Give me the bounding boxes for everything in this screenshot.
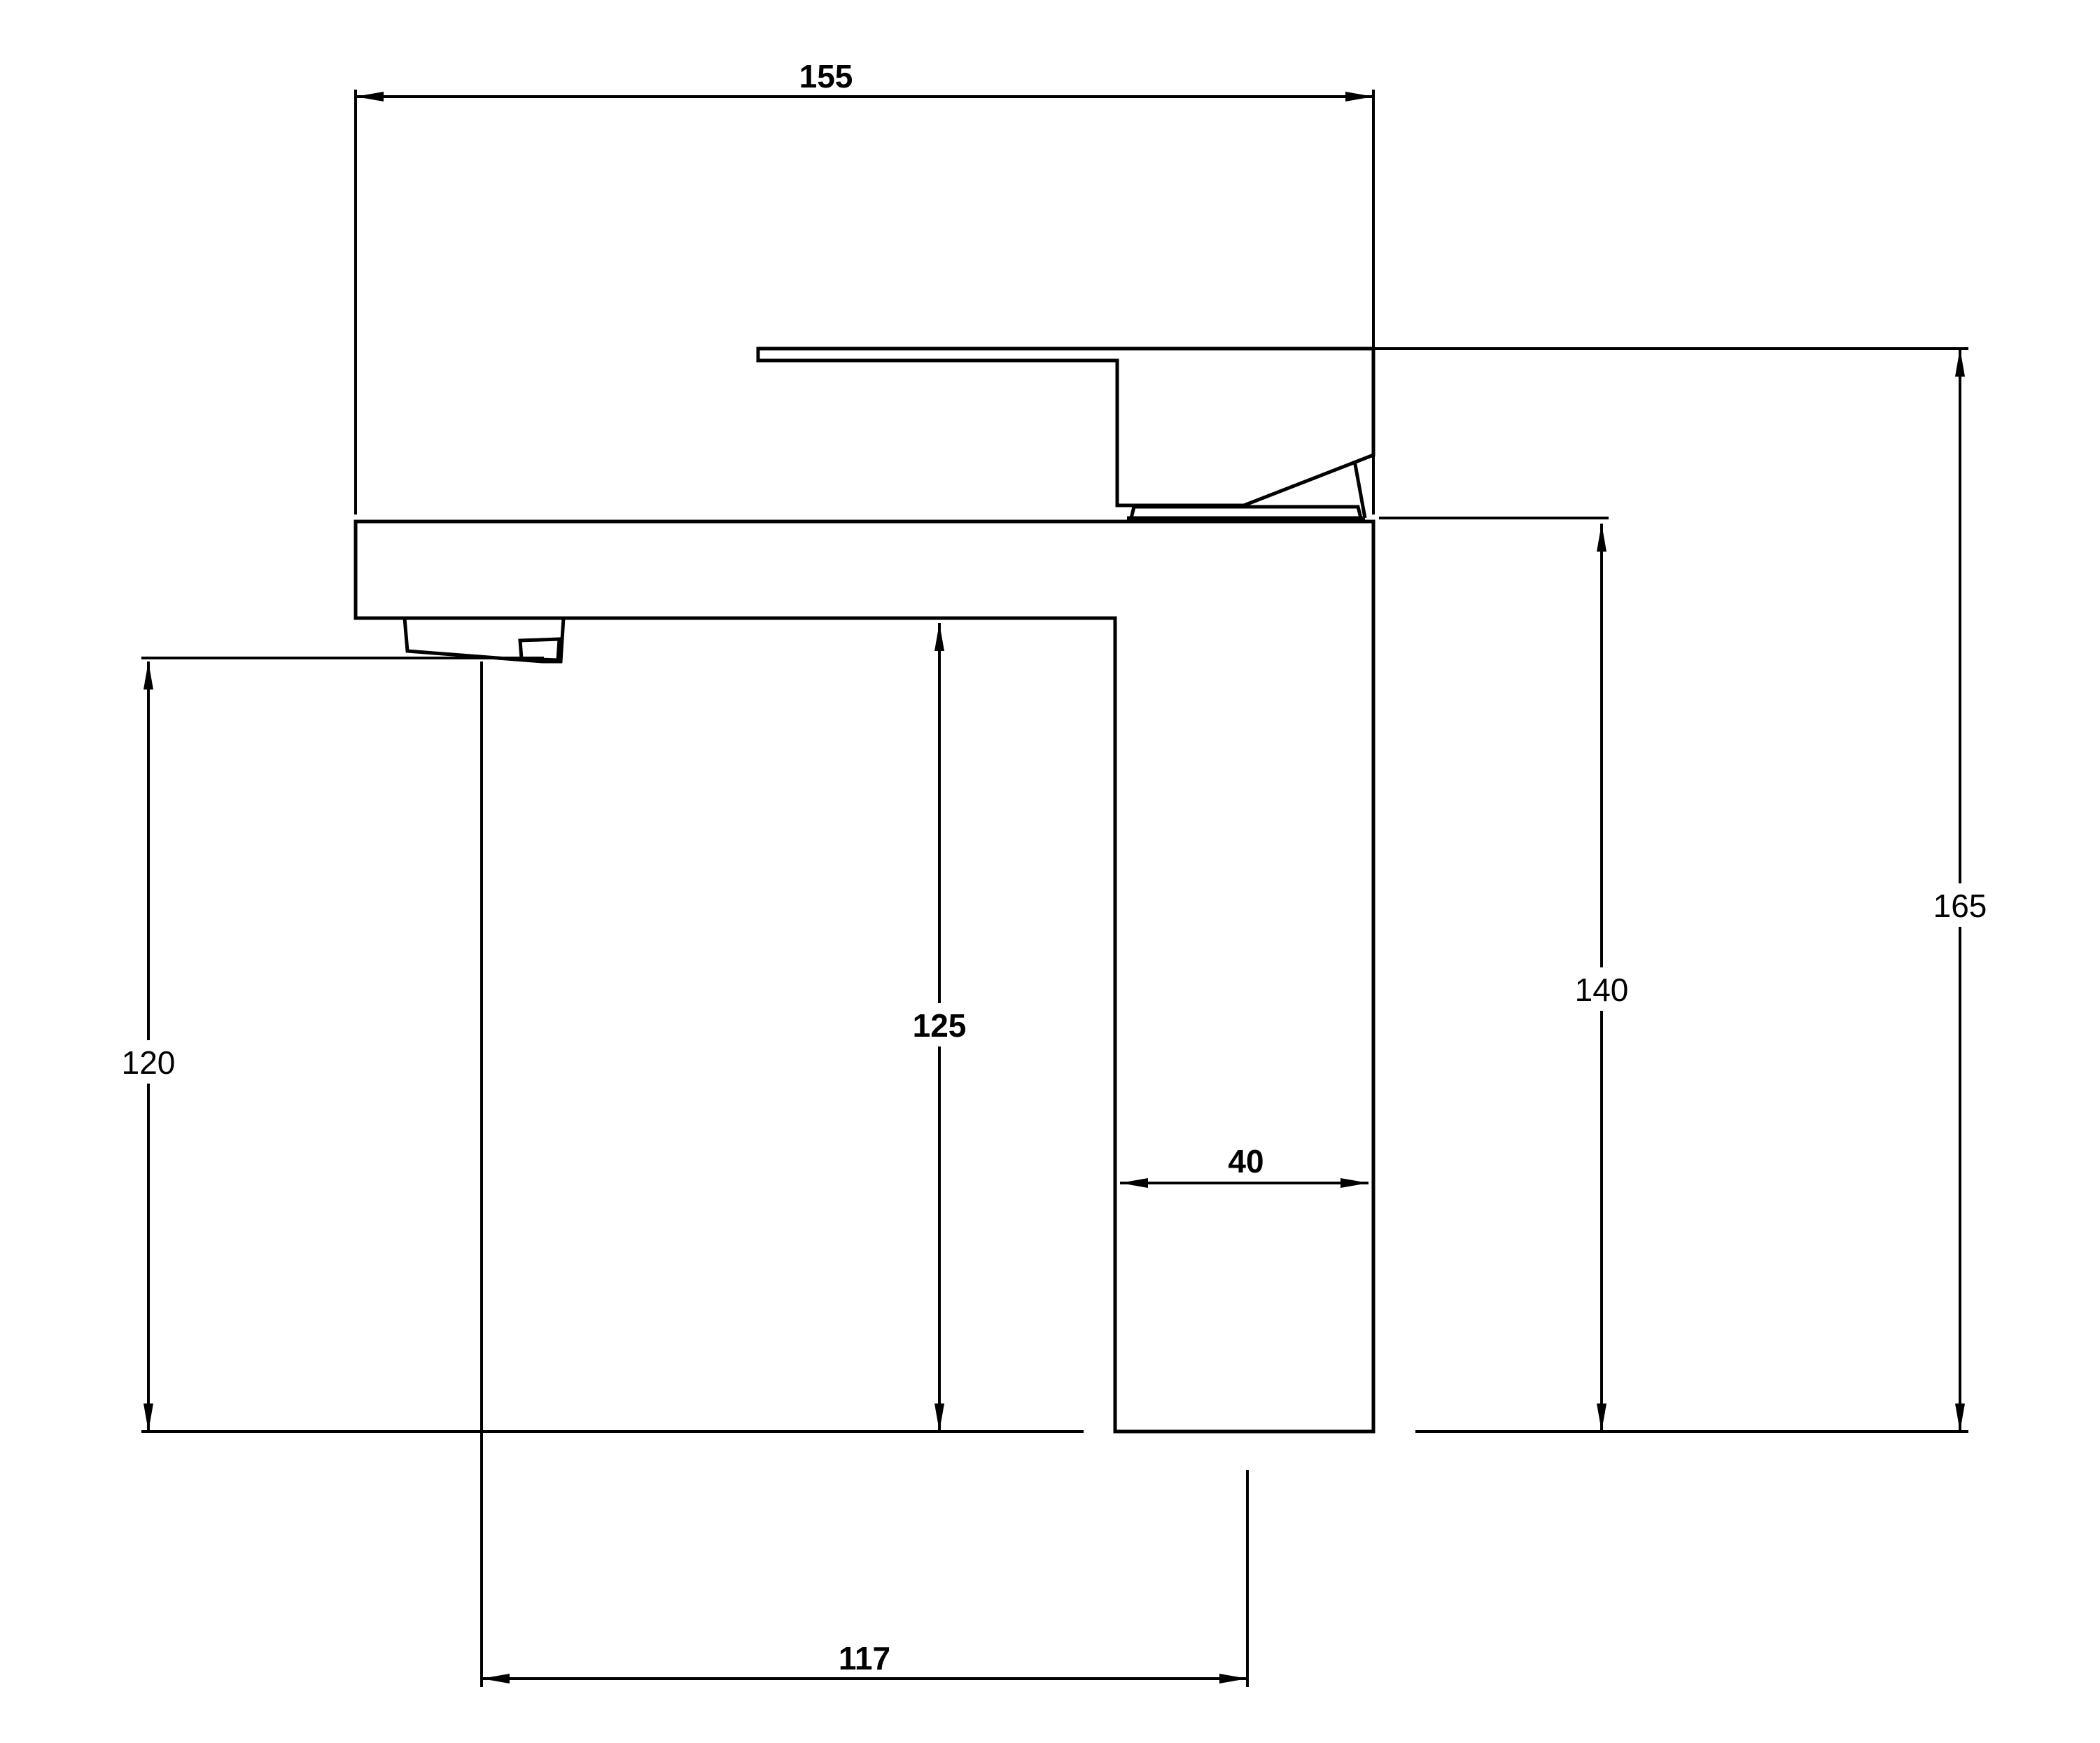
label-bg: [904, 1003, 974, 1046]
handle-base: [1129, 505, 1363, 519]
arrowhead: [1955, 1404, 1965, 1432]
dim-spout-reach: 117: [482, 1640, 1247, 1684]
arrowhead: [1219, 1674, 1247, 1684]
dim-overall-width: 155: [356, 58, 1373, 102]
dim-label-aerator-outlet-height: 120: [122, 1044, 176, 1081]
extension-lines: [141, 90, 1968, 1687]
dim-label-spout-underside-height: 125: [913, 1007, 967, 1044]
arrowhead: [1597, 524, 1606, 552]
dim-label-body-top-height: 140: [1575, 972, 1629, 1008]
dim-aerator-outlet-height: 120: [117, 662, 180, 1432]
dim-label-handle-top-height: 165: [1933, 888, 1987, 924]
dim-label-overall-width: 155: [799, 58, 853, 94]
dim-handle-top-height: 165: [1928, 349, 1991, 1432]
arrowhead: [356, 92, 384, 102]
label-bg: [1928, 883, 1991, 927]
arrowhead: [1340, 1178, 1368, 1188]
arrowhead: [1597, 1404, 1606, 1432]
spout-and-body-outline: [354, 519, 1376, 1434]
arrowhead: [934, 1404, 944, 1432]
dim-body-width: 40: [1120, 1143, 1368, 1188]
arrowhead: [1345, 92, 1373, 102]
aerator-nozzle: [518, 637, 561, 662]
aerator: [402, 617, 566, 664]
arrowhead: [482, 1674, 510, 1684]
arrowhead: [934, 623, 944, 651]
dim-spout-underside-height: 125: [904, 623, 974, 1432]
arrowhead: [1120, 1178, 1148, 1188]
tap-outline: [354, 346, 1376, 1434]
dim-body-top-height: 140: [1570, 524, 1633, 1432]
dimension-lines: 155 165 140 125: [117, 58, 1991, 1684]
arrowhead: [1955, 349, 1965, 377]
arrowhead: [144, 662, 153, 690]
dim-label-body-width: 40: [1228, 1143, 1264, 1180]
arrowhead: [144, 1404, 153, 1432]
label-bg: [117, 1040, 180, 1084]
handle-lever: [756, 346, 1376, 507]
label-bg: [1570, 967, 1633, 1011]
handle-pivot: [1352, 460, 1367, 519]
dim-label-spout-reach: 117: [839, 1640, 890, 1676]
